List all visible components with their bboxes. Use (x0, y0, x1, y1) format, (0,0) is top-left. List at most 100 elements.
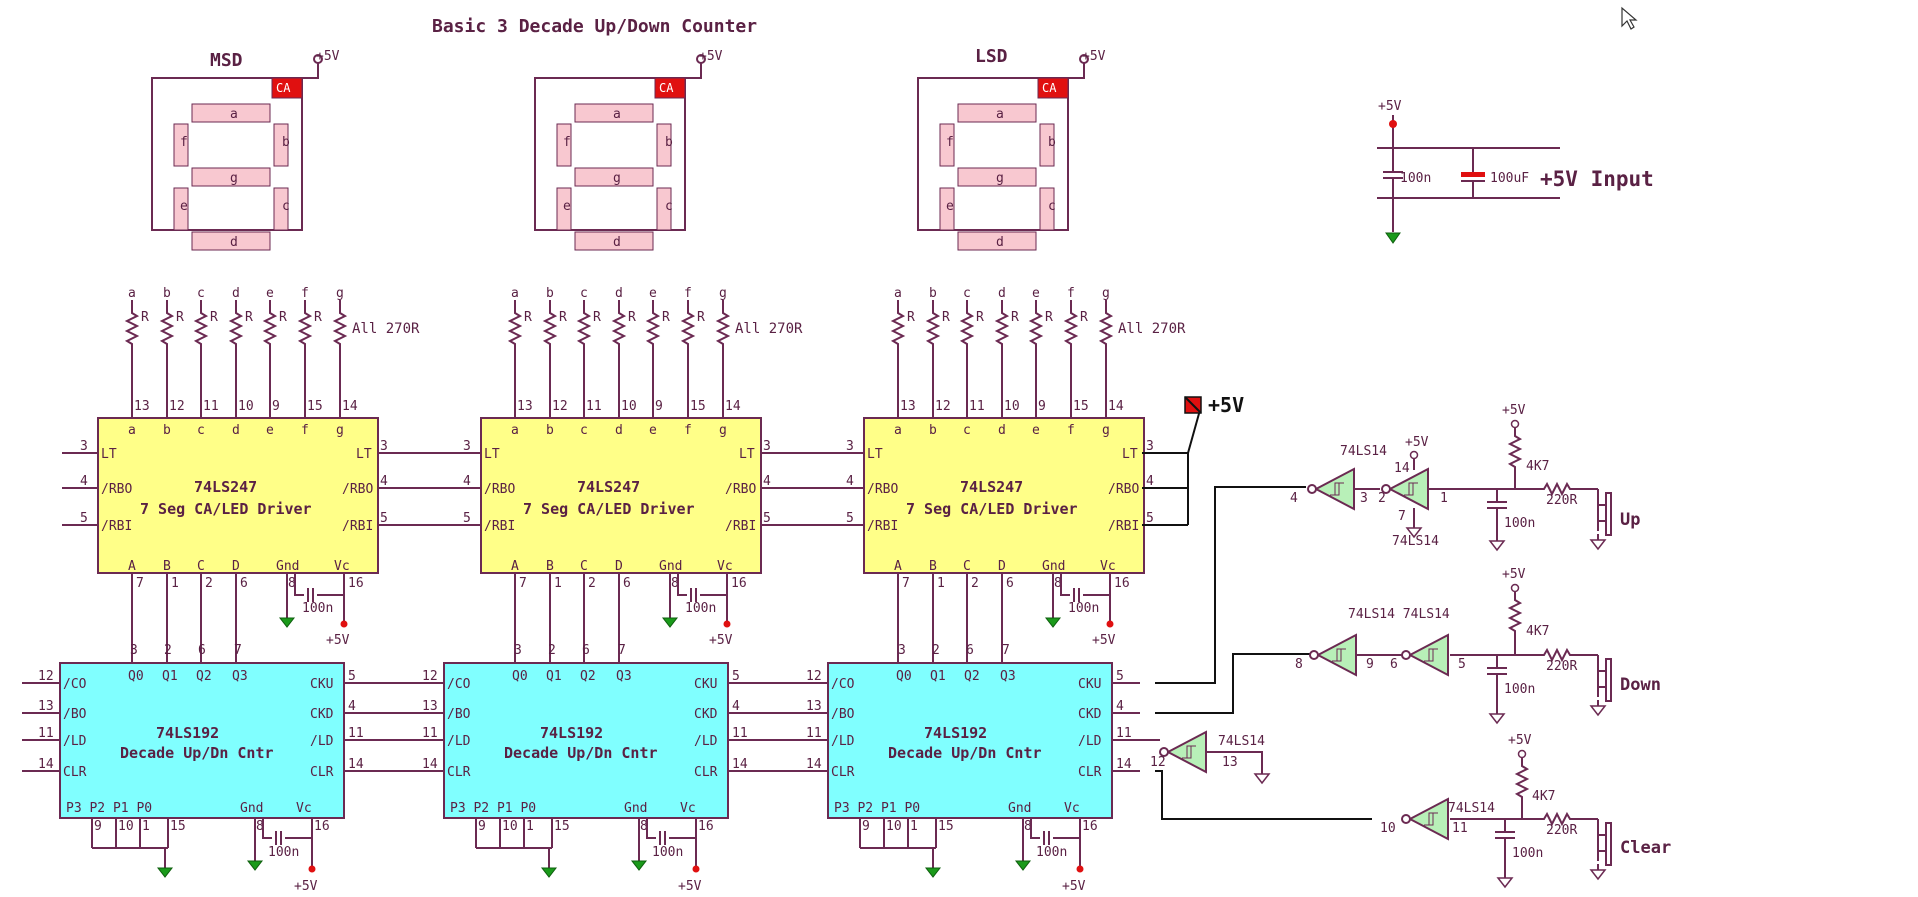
resistor-mid-0-letter: a (511, 286, 519, 301)
driver-mid-rnum-1: 4 (763, 474, 771, 489)
counter-msd-vc: Vc (296, 801, 312, 816)
counter-mid-gnd: Gnd (624, 801, 647, 816)
display-lsd-seg_e: e (946, 199, 954, 214)
driver-msd-gnd: Gnd (276, 559, 299, 574)
display-mid-seg_a: a (613, 107, 621, 122)
counter-msd-pnum-0: 9 (94, 819, 102, 834)
clear-cap: 100n (1512, 846, 1543, 861)
display-mid-seg_d: d (613, 235, 621, 250)
driver-mid-part: 74LS247 (577, 478, 640, 496)
counter-msd-rnum-2: 11 (348, 726, 364, 741)
counter-lsd-p: P3 P2 P1 P0 (834, 801, 920, 816)
resistor-msd-2-pin: 11 (203, 399, 219, 414)
counter-msd-pnum-3: 15 (170, 819, 186, 834)
resistor-msd-3-r: R (245, 310, 253, 325)
driver-mid-lnum-2: 5 (463, 511, 471, 526)
counter-msd-right-1: CKD (310, 707, 334, 722)
resistor-lsd-3-r: R (1011, 310, 1019, 325)
driver-msd-part: 74LS247 (194, 478, 257, 496)
counter-lsd-qnum-3: 7 (1002, 643, 1010, 658)
resistor-msd-1-pin: 12 (169, 399, 185, 414)
driver-lsd-top-1: b (929, 423, 937, 438)
counter-msd-pnum-1: 10 (118, 819, 134, 834)
resistor-lsd-note: All 270R (1118, 321, 1186, 337)
counter-mid-pnum-0: 9 (478, 819, 486, 834)
resistor-mid-4-letter: e (649, 286, 657, 301)
driver-lsd-lnum-1: 4 (846, 474, 854, 489)
driver-mid-top-3: d (615, 423, 623, 438)
resistor-mid-2-letter: c (580, 286, 588, 301)
display-mid-seg_c: c (665, 199, 673, 214)
driver-msd-top-1: b (163, 423, 171, 438)
up-vcc: +5V (1502, 403, 1526, 418)
display-msd-seg_e: e (180, 199, 188, 214)
counter-lsd-pnum-0: 9 (862, 819, 870, 834)
counter-mid-rnum-3: 14 (732, 757, 748, 772)
counter-msd-lnum-1: 13 (38, 699, 54, 714)
driver-msd-left-2: /RBI (101, 519, 132, 534)
display-mid-seg_g: g (613, 171, 621, 186)
up-r-220r: 220R (1546, 493, 1577, 508)
driver-mid-gnd: Gnd (659, 559, 682, 574)
resistor-mid-1-letter: b (546, 286, 554, 301)
driver-msd-desc: 7 Seg CA/LED Driver (140, 500, 312, 518)
counter-cascade-wires (22, 682, 1140, 772)
driver-lsd-bot-1: B (929, 559, 937, 574)
down-pin-6: 6 (1390, 657, 1398, 672)
counter-lsd-pnum-2: 1 (910, 819, 918, 834)
driver-mid-top-0: a (511, 423, 519, 438)
resistor-mid-3-letter: d (615, 286, 623, 301)
display-middle (534, 54, 706, 251)
driver-msd-rnum-1: 4 (380, 474, 388, 489)
counter-mid-vcc: +5V (678, 879, 702, 894)
load-pin-12: 12 (1150, 755, 1166, 770)
resistor-mid-1-pin: 12 (552, 399, 568, 414)
counter-mid-qnum-3: 7 (618, 643, 626, 658)
lt-tie-vcc: +5V (1208, 393, 1244, 417)
resistor-lsd-2-letter: c (963, 286, 971, 301)
display-msd-seg_b: b (282, 135, 290, 150)
down-pin-5: 5 (1458, 657, 1466, 672)
driver-msd-botnum-3: 6 (240, 576, 248, 591)
counter-lsd-desc: Decade Up/Dn Cntr (888, 744, 1042, 762)
display-msd-ca: CA (276, 81, 291, 95)
counter-mid-right-0: CKU (694, 677, 717, 692)
resistor-mid-0-pin: 13 (517, 399, 533, 414)
driver-msd-rnum-2: 5 (380, 511, 388, 526)
driver-msd-top-5: f (301, 423, 309, 438)
resistor-lsd-0-pin: 13 (900, 399, 916, 414)
counter-lsd-lnum-1: 13 (806, 699, 822, 714)
down-r-4k7: 4K7 (1526, 624, 1549, 639)
counter-lsd-q-0: Q0 (896, 669, 912, 684)
counter-lsd-right-2: /LD (1078, 734, 1102, 749)
driver-mid-left-2: /RBI (484, 519, 515, 534)
driver-lsd-top-4: e (1032, 423, 1040, 438)
driver-msd-cap: 100n (302, 601, 333, 616)
counter-mid-qnum-1: 2 (548, 643, 556, 658)
driver-lsd-right-2: /RBI (1108, 519, 1139, 534)
load-pin-13: 13 (1222, 755, 1238, 770)
driver-msd-bot-0: A (128, 559, 136, 574)
resistor-msd-note: All 270R (352, 321, 420, 337)
driver-lsd-right-0: LT (1122, 447, 1138, 462)
counter-lsd-rnum-1: 4 (1116, 699, 1124, 714)
counter-lsd-vcc: +5V (1062, 879, 1086, 894)
counter-mid-lnum-2: 11 (422, 726, 438, 741)
counter-mid-p: P3 P2 P1 P0 (450, 801, 536, 816)
driver-msd-bot-2: C (197, 559, 205, 574)
driver-lsd-cap: 100n (1068, 601, 1099, 616)
driver-msd-bot-3: D (232, 559, 240, 574)
resistor-mid-6-pin: 14 (725, 399, 741, 414)
resistor-mid-3-r: R (628, 310, 636, 325)
driver-lsd-top-5: f (1067, 423, 1075, 438)
counter-mid-q-3: Q3 (616, 669, 632, 684)
down-cap: 100n (1504, 682, 1535, 697)
driver-mid-vcnum: 16 (731, 576, 747, 591)
display-msd (151, 54, 323, 251)
clear-pin-10: 10 (1380, 821, 1396, 836)
clear-r-220r: 220R (1546, 823, 1577, 838)
resistor-lsd-5-r: R (1080, 310, 1088, 325)
counter-mid-pnum-2: 1 (526, 819, 534, 834)
